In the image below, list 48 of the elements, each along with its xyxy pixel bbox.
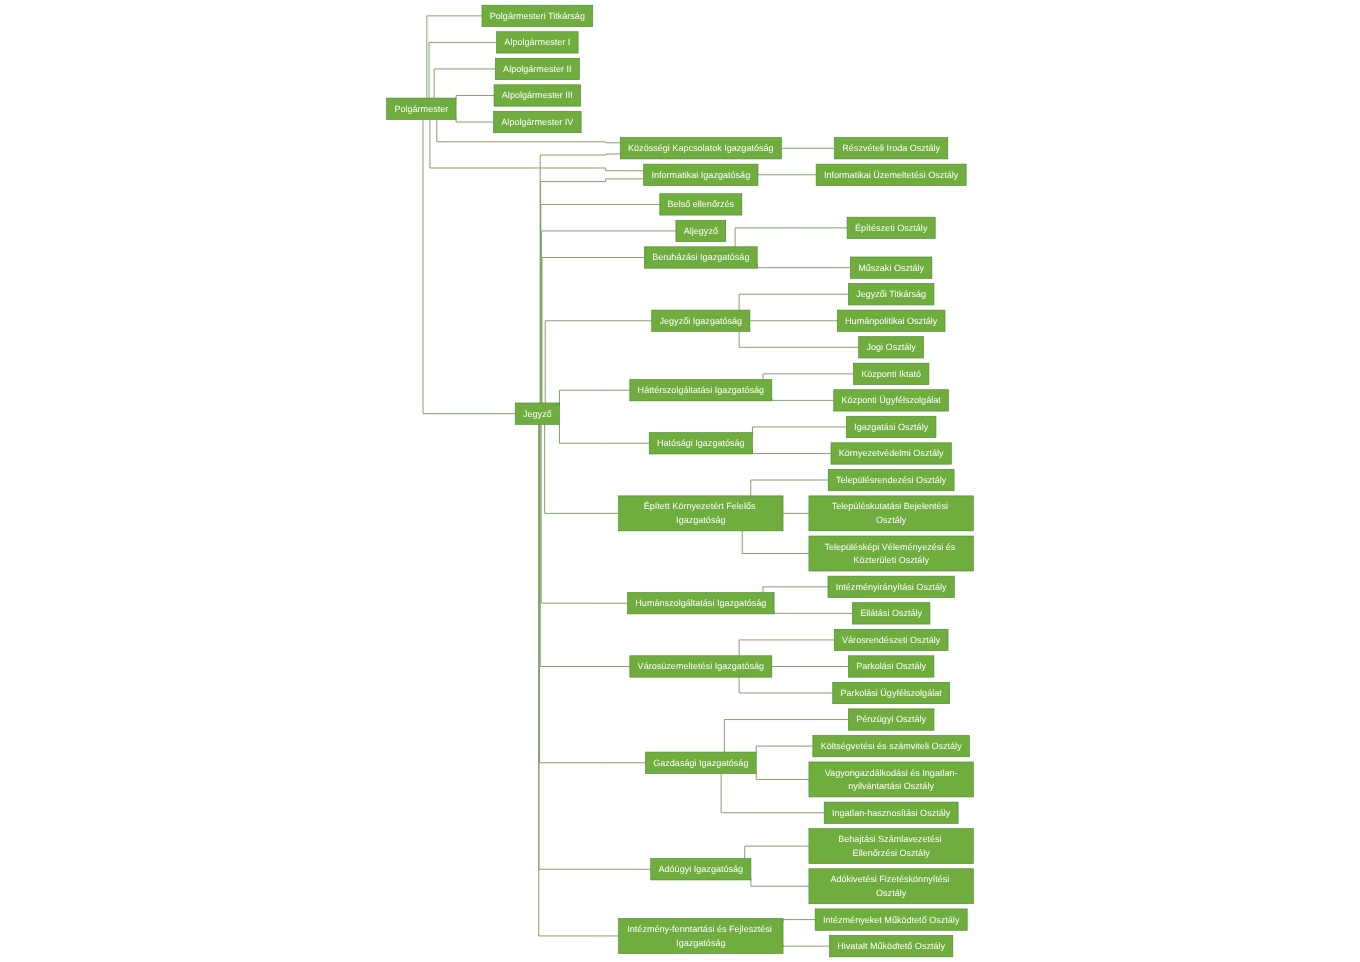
connector [751, 448, 832, 454]
connector [738, 293, 849, 311]
connector [422, 118, 516, 415]
connector [433, 68, 496, 99]
connector [544, 423, 620, 514]
connector [751, 426, 847, 435]
connector [741, 530, 810, 554]
connector [723, 719, 849, 753]
connector [540, 230, 677, 404]
connector [755, 745, 814, 754]
connector [540, 203, 661, 404]
connector [750, 877, 810, 887]
connector [455, 95, 495, 100]
connector [455, 117, 495, 123]
connector [734, 227, 848, 248]
connector [538, 423, 620, 937]
connector [738, 639, 835, 657]
connector [771, 397, 835, 401]
connector [762, 586, 829, 593]
connector [750, 479, 829, 497]
connector [539, 423, 631, 667]
connector [738, 676, 834, 694]
connector [429, 118, 645, 172]
connector [426, 15, 483, 99]
connector [559, 389, 631, 407]
connector [762, 373, 854, 380]
connector [540, 178, 645, 404]
connector [749, 320, 838, 322]
connector [738, 330, 860, 348]
connector [538, 423, 646, 764]
connector [538, 423, 652, 870]
connector [780, 147, 835, 149]
connector [744, 845, 810, 860]
connector [559, 422, 650, 444]
connector [755, 772, 810, 780]
connector [720, 772, 825, 814]
connector [771, 666, 849, 667]
connector [756, 263, 851, 269]
connector [773, 610, 853, 614]
connector [782, 944, 830, 947]
connector [436, 118, 621, 144]
connector [782, 512, 810, 514]
connector [782, 919, 816, 923]
connector [428, 41, 498, 99]
connector [544, 320, 653, 404]
connector [757, 174, 817, 176]
connector [540, 423, 629, 604]
connector [541, 257, 645, 404]
